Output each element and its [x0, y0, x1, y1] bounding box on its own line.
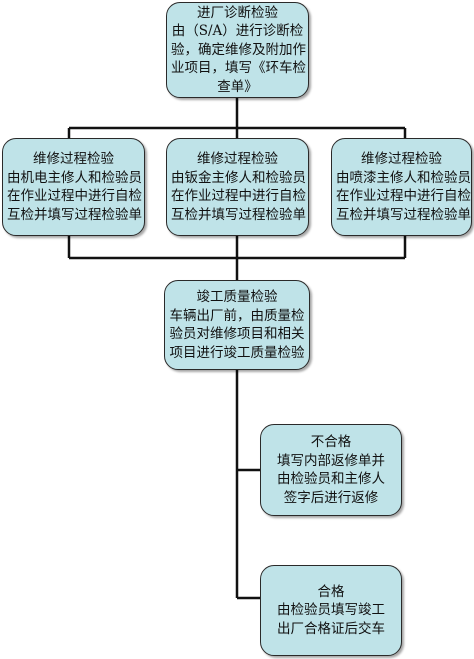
pass-result-title: 合格	[317, 583, 345, 600]
pass-result-box: 合格 由检验员填写竣工 出厂合格证后交车	[260, 565, 402, 656]
completion-inspection-box: 竣工质量检验 车辆出厂前，由质量检 验员对维修项目和相关 项目进行竣工质量检验	[164, 280, 310, 370]
process-inspection-sheet-text-line: 由钣金主修人和检验员	[171, 169, 306, 186]
intake-inspection-title: 进厂诊断检验	[197, 4, 278, 21]
pass-result-text-line: 出厂合格证后交车	[277, 620, 385, 637]
process-inspection-paint-box: 维修过程检验 由喷漆主修人和检验员 在作业过程中进行自检 互检并填写过程检验单	[331, 138, 472, 236]
fail-result-text-line: 由检验员和主修人	[277, 471, 385, 487]
intake-inspection-text-line: 查单》	[217, 78, 258, 95]
process-inspection-sheet-box: 维修过程检验 由钣金主修人和检验员 在作业过程中进行自检 互检并填写过程检验单	[166, 138, 309, 236]
process-inspection-paint-text-line: 在作业过程中进行自检	[336, 188, 471, 204]
process-inspection-paint-text-line: 互检并填写过程检验单	[336, 206, 471, 223]
process-inspection-mech-text-line: 在作业过程中进行自检	[7, 188, 142, 204]
intake-inspection-text-line: 业项目，填写《环车检	[171, 60, 306, 77]
process-inspection-mech-title: 维修过程检验	[33, 151, 114, 167]
completion-inspection-text-line: 项目进行竣工质量检验	[169, 344, 305, 361]
process-inspection-sheet-title: 维修过程检验	[197, 151, 278, 167]
fail-result-text-line: 填写内部返修单并	[277, 452, 385, 469]
intake-inspection-box: 进厂诊断检验 由（S/A）进行诊断检 验，确定维修及附加作 业项目，填写《环车检…	[166, 2, 309, 98]
process-inspection-mech-text-line: 由机电主修人和检验员	[7, 169, 142, 186]
intake-inspection-text-line: 验，确定维修及附加作	[171, 41, 306, 58]
fail-result-box: 不合格 填写内部返修单并 由检验员和主修人 签字后进行返修	[260, 424, 402, 516]
pass-result-text-line: 由检验员填写竣工	[277, 602, 385, 619]
intake-inspection-text-line: 由（S/A）进行诊断检	[171, 23, 304, 40]
process-inspection-sheet-text-line: 在作业过程中进行自检	[171, 188, 306, 204]
process-inspection-mech-box: 维修过程检验 由机电主修人和检验员 在作业过程中进行自检 互检并填写过程检验单	[2, 138, 145, 236]
completion-inspection-text-line: 验员对维修项目和相关	[169, 326, 305, 342]
process-inspection-paint-title: 维修过程检验	[361, 151, 442, 167]
completion-inspection-text-line: 车辆出厂前，由质量检	[169, 307, 305, 324]
process-inspection-mech-text-line: 互检并填写过程检验单	[7, 206, 142, 223]
fail-result-title: 不合格	[310, 434, 352, 450]
completion-inspection-title: 竣工质量检验	[196, 289, 278, 305]
process-inspection-sheet-text-line: 互检并填写过程检验单	[171, 206, 306, 223]
fail-result-text-line: 签字后进行返修	[283, 489, 379, 506]
process-inspection-paint-text-line: 由喷漆主修人和检验员	[336, 169, 471, 186]
